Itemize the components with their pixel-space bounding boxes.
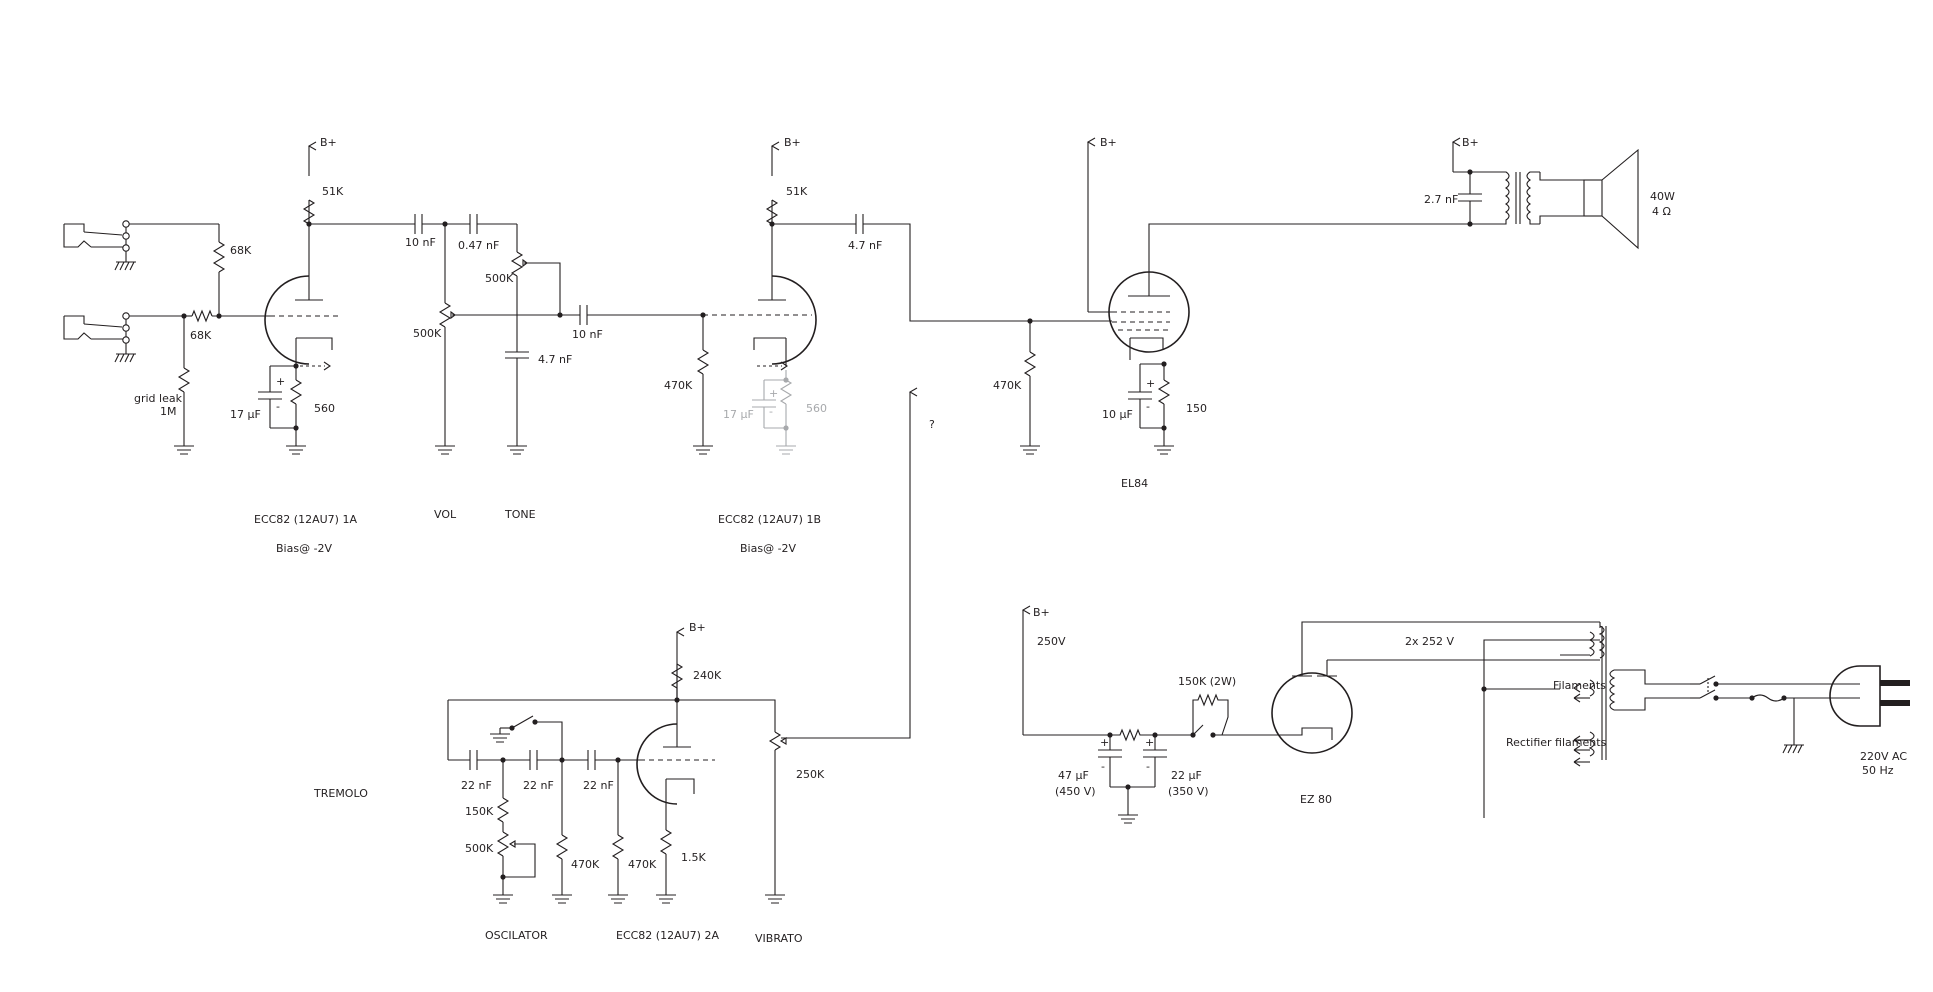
svg-text:-: - [276,400,280,413]
vibrato-label: VIBRATO [755,932,803,945]
rectifier-filaments-label: Rectifier filaments [1506,736,1607,749]
r240k-label: 240K [693,669,722,682]
c22uf-voltage-label: (350 V) [1168,785,1209,798]
r470k-label-trem-2: 470K [628,858,657,871]
r150k-label: 150K [465,805,494,818]
svg-text:+: + [1145,736,1154,749]
el84-stage: + - [1020,142,1500,455]
labels: B+ 51K 68K 68K grid leak 1M 17 µF 560 10… [134,136,1907,945]
stage-1b: + - [693,146,1030,455]
el84-label: EL84 [1121,477,1148,490]
speaker-power-label: 40W [1650,190,1675,203]
c27nf-label: 2.7 nF [1424,193,1458,206]
ecc82-2a-label: ECC82 (12AU7) 2A [616,929,719,942]
c22uf-label: 22 µF [1171,769,1202,782]
r470k-label-trem-1: 470K [571,858,600,871]
r250k-label: 250K [796,768,825,781]
r51k-label-1a: 51K [322,185,344,198]
svg-text:+: + [769,387,778,400]
mains-frequency-label: 50 Hz [1862,764,1894,777]
r15k-label: 1.5K [681,851,706,864]
c10nf-label-2: 10 nF [572,328,603,341]
tremolo-feed-line [781,392,910,739]
r470k-label-1b: 470K [664,379,693,392]
bias-label-1a: Bias@ -2V [276,542,333,555]
ecc82-1b-label: ECC82 (12AU7) 1B [718,513,821,526]
ecc82-1a-label: ECC82 (12AU7) 1A [254,513,357,526]
bplus-label-el84: B+ [1100,136,1117,149]
r150k-2w-label: 150K (2W) [1178,675,1236,688]
bplus-label-1a: B+ [320,136,337,149]
mains-voltage-label: 220V AC [1860,750,1907,763]
bplus-label-trem: B+ [689,621,706,634]
r470k-label-el84: 470K [993,379,1022,392]
r500k-label-vol: 500K [413,327,442,340]
v250-label: 250V [1037,635,1066,648]
ez80-label: EZ 80 [1300,793,1332,806]
c22nf-label-1: 22 nF [461,779,492,792]
stage-1a: + - [174,146,340,455]
svg-text:+: + [1100,736,1109,749]
c47uf-voltage-label: (450 V) [1055,785,1096,798]
svg-text:+: + [1146,377,1155,390]
r500k-label-trem: 500K [465,842,494,855]
bias-label-1b: Bias@ -2V [740,542,797,555]
svg-text:-: - [769,405,773,418]
r150-label: 150 [1186,402,1207,415]
oscilator-label: OSCILATOR [485,929,548,942]
c10nf-label-1: 10 nF [405,236,436,249]
c17uf-label-1a: 17 µF [230,408,261,421]
r68k-label-horizontal: 68K [190,329,212,342]
bplus-label-ot: B+ [1462,136,1479,149]
tone-label: TONE [504,508,536,521]
r1m-label: 1M [160,405,177,418]
svg-text:-: - [1146,400,1150,413]
power-supply: + + - - [1023,610,1910,824]
input-jacks [63,220,219,363]
svg-text:-: - [1146,760,1150,773]
vol-label: VOL [434,508,457,521]
r560-label-1b: 560 [806,402,827,415]
question-mark: ? [929,418,935,431]
svg-text:-: - [1101,760,1105,773]
c10uf-label: 10 µF [1102,408,1133,421]
c47nf-label-tone: 4.7 nF [538,353,572,366]
speaker-impedance-label: 4 Ω [1652,205,1671,218]
r500k-label-tone: 500K [485,272,514,285]
r51k-label-1b: 51K [786,185,808,198]
r560-label-1a: 560 [314,402,335,415]
grid-leak-label: grid leak [134,392,183,405]
bplus-label-psu: B+ [1033,606,1050,619]
r68k-label-vertical: 68K [230,244,252,257]
tremolo-label: TREMOLO [313,787,368,800]
filaments-label: Filaments [1553,679,1606,692]
vol-tone-section [309,214,703,455]
c22nf-label-3: 22 nF [583,779,614,792]
svg-text:+: + [276,375,285,388]
v2x252-label: 2x 252 V [1405,635,1454,648]
c22nf-label-2: 22 nF [523,779,554,792]
c47uf-label: 47 µF [1058,769,1089,782]
c17uf-label-1b: 17 µF [723,408,754,421]
tremolo-section [447,632,787,904]
output-section [1453,142,1639,250]
bplus-label-1b: B+ [784,136,801,149]
c47nf-label-out: 4.7 nF [848,239,882,252]
c047nf-label: 0.47 nF [458,239,499,252]
